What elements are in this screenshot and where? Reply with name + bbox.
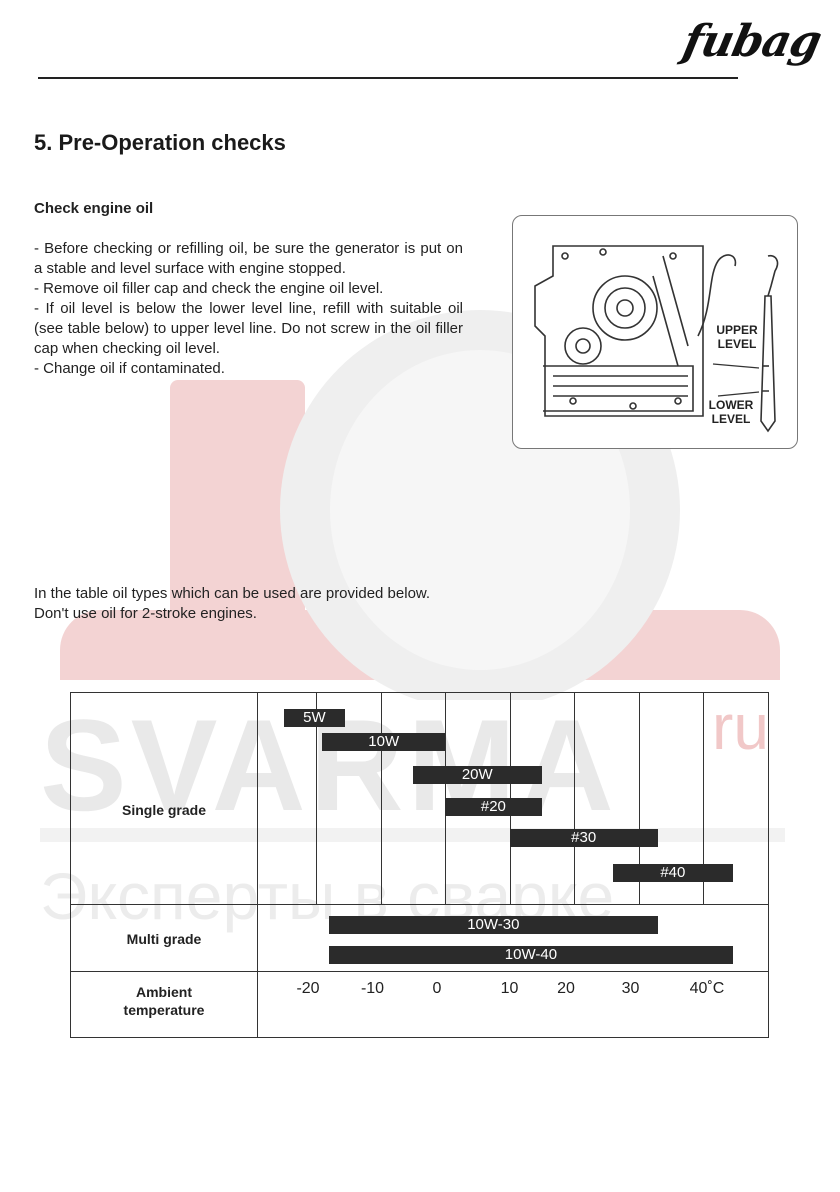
instruction-paragraph: - Before checking or refilling oil, be s… bbox=[34, 240, 463, 277]
oil-viscosity-table: Single grade Multi grade Ambient tempera… bbox=[70, 692, 769, 1038]
multi-grade-label: Multi grade bbox=[126, 931, 202, 947]
instruction-paragraph: - If oil level is below the lower level … bbox=[34, 300, 463, 357]
brand-logo: fubag bbox=[678, 16, 826, 67]
temperature-tick: 20 bbox=[557, 980, 575, 997]
oil-note: In the table oil types which can be used… bbox=[34, 584, 430, 624]
header-divider bbox=[38, 77, 738, 79]
temperature-gridline bbox=[574, 693, 575, 904]
engine-oil-figure: UPPER LEVEL LOWER LEVEL bbox=[512, 215, 798, 449]
temperature-tick: -20 bbox=[296, 980, 320, 997]
temperature-gridline bbox=[380, 693, 382, 904]
temperature-gridline bbox=[316, 693, 317, 904]
note-line: In the table oil types which can be used… bbox=[34, 585, 431, 602]
grade-bar-no30: #30 bbox=[509, 829, 658, 847]
row-divider bbox=[71, 971, 768, 972]
grade-bar-no20: #20 bbox=[445, 798, 542, 816]
instructions: - Before checking or refilling oil, be s… bbox=[34, 239, 463, 379]
temperature-tick: 30 bbox=[621, 980, 640, 997]
grade-bar-no40: #40 bbox=[612, 864, 733, 882]
upper-level-label: UPPER LEVEL bbox=[716, 323, 758, 351]
grade-bar-10w: 10W bbox=[322, 733, 445, 751]
watermark-tld: ru bbox=[712, 691, 769, 763]
note-line: Don't use oil for 2-stroke engines. bbox=[34, 605, 257, 622]
row-divider bbox=[71, 904, 768, 905]
section-title: 5. Pre-Operation checks bbox=[34, 130, 286, 155]
grade-bar-20w: 20W bbox=[412, 766, 542, 784]
temperature-tick: 0 bbox=[432, 980, 442, 997]
instruction-paragraph: - Remove oil filler cap and check the en… bbox=[34, 280, 384, 297]
temperature-tick: -10 bbox=[360, 980, 385, 997]
instruction-paragraph: - Change oil if contaminated. bbox=[34, 360, 225, 377]
temperature-gridline bbox=[703, 693, 704, 904]
single-grade-label: Single grade bbox=[121, 802, 207, 818]
grade-bar-5w: 5W bbox=[283, 709, 346, 727]
label-column-divider bbox=[257, 693, 258, 1037]
section-subtitle: Check engine oil bbox=[34, 200, 154, 217]
grade-bar-10w-40: 10W-40 bbox=[328, 946, 733, 964]
temperature-gridline bbox=[638, 693, 640, 904]
engine-drawing bbox=[534, 245, 779, 433]
lower-level-label: LOWER LEVEL bbox=[708, 398, 754, 426]
grade-bar-10w-30: 10W-30 bbox=[328, 916, 658, 934]
temperature-tick: 10 bbox=[500, 980, 519, 997]
ambient-temperature-label: Ambient temperature bbox=[123, 984, 205, 1018]
temperature-tick: 40˚C bbox=[689, 980, 725, 997]
